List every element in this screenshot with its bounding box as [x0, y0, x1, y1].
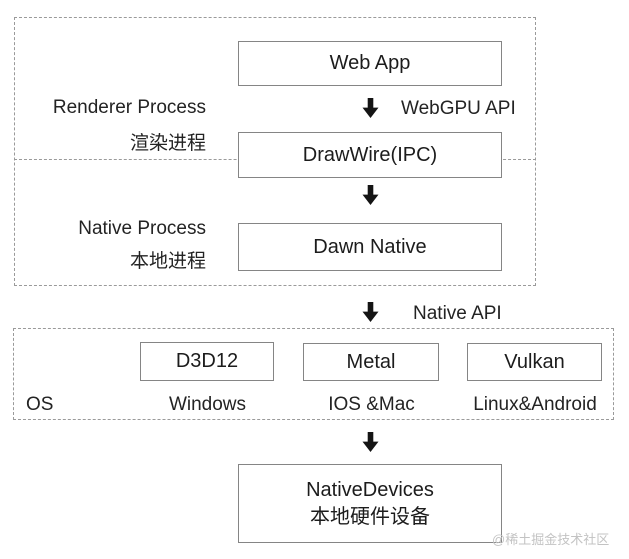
vulkan-box: Vulkan	[467, 343, 602, 381]
os-container-box	[13, 328, 614, 420]
down-arrow-icon	[362, 185, 379, 205]
web-app-box: Web App	[238, 41, 502, 86]
watermark-text: @稀土掘金技术社区	[492, 532, 610, 547]
renderer-process-label-zh: 渲染进程	[129, 133, 206, 154]
metal-box: Metal	[303, 343, 439, 381]
native-process-label: Native Process	[78, 218, 206, 239]
ios-mac-platform-label: IOS &Mac	[328, 394, 415, 415]
webgpu-api-label: WebGPU API	[401, 98, 516, 119]
down-arrow-icon	[362, 432, 379, 452]
native-devices-box: NativeDevices 本地硬件设备	[238, 464, 502, 543]
native-api-label: Native API	[413, 303, 502, 324]
renderer-process-label: Renderer Process	[52, 97, 206, 118]
process-container-box	[14, 17, 536, 286]
dawn-native-box: Dawn Native	[238, 223, 502, 271]
native-process-label-zh: 本地进程	[129, 251, 206, 272]
os-label: OS	[26, 394, 54, 415]
down-arrow-icon	[362, 302, 379, 322]
drawwire-ipc-box: DrawWire(IPC)	[238, 132, 502, 178]
d3d12-box: D3D12	[140, 342, 274, 381]
native-devices-label-zh: 本地硬件设备	[310, 505, 430, 528]
down-arrow-icon	[362, 98, 379, 118]
windows-platform-label: Windows	[168, 394, 247, 415]
native-devices-label: NativeDevices	[306, 478, 434, 501]
linux-android-platform-label: Linux&Android	[473, 394, 597, 415]
